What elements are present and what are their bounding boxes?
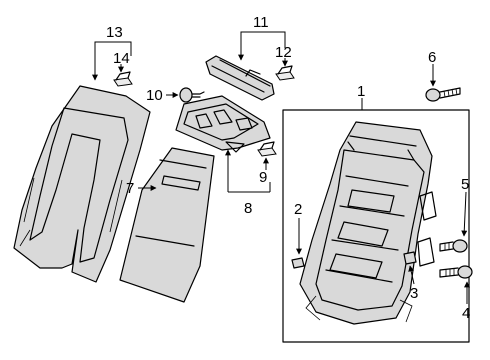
callout-12: 12 <box>275 44 292 61</box>
callout-14: 14 <box>113 50 130 67</box>
callout-10: 10 <box>146 87 163 104</box>
callout-2: 2 <box>294 201 302 218</box>
clip-3 <box>403 251 417 265</box>
callout-5: 5 <box>461 176 469 193</box>
bolt-6 <box>425 87 461 102</box>
bolt-5 <box>439 239 468 253</box>
callout-3: 3 <box>410 285 418 302</box>
callout-13: 13 <box>106 24 123 41</box>
clip-12 <box>275 65 295 81</box>
clip-9 <box>257 141 277 157</box>
callout-1: 1 <box>357 83 365 100</box>
leader-lines <box>92 31 470 304</box>
mounting-bracket <box>175 95 271 153</box>
main-bracket-assembly <box>299 121 437 325</box>
upper-bracket <box>205 55 275 101</box>
part-1-frame <box>282 109 470 343</box>
callout-7: 7 <box>126 180 134 197</box>
callout-6: 6 <box>428 49 436 66</box>
callout-labels: 13 14 11 12 10 6 1 7 8 9 2 3 5 4 <box>106 14 470 322</box>
callout-8: 8 <box>244 200 252 217</box>
callout-11: 11 <box>253 14 269 31</box>
panel-7 <box>119 147 215 303</box>
callout-4: 4 <box>462 305 470 322</box>
push-pin-10 <box>179 87 205 103</box>
callout-9: 9 <box>259 169 267 186</box>
side-trim-panel <box>13 85 151 283</box>
clip-2 <box>291 257 305 269</box>
clip-14 <box>113 71 133 87</box>
bolt-4 <box>439 265 473 279</box>
